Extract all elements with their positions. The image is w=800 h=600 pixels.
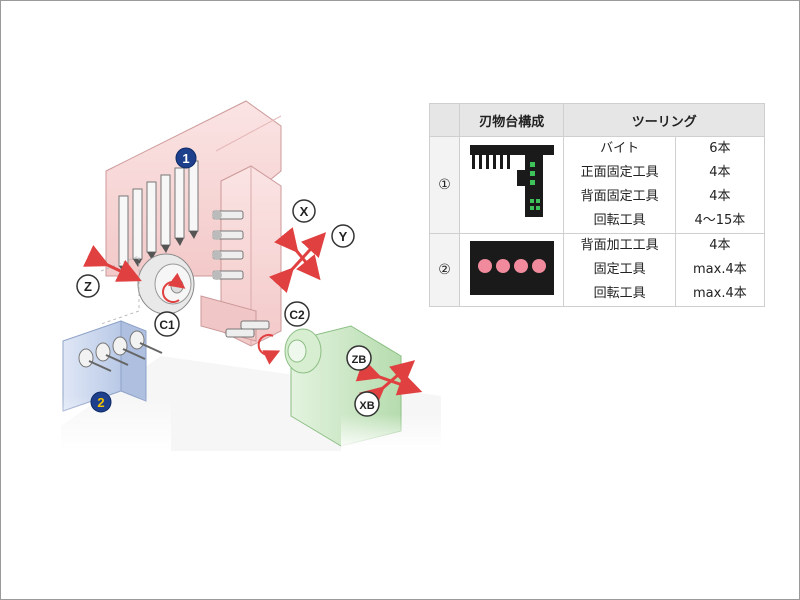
tool-name: 背面加工工具 xyxy=(580,238,659,253)
callout-c1: C1 xyxy=(154,311,180,337)
callout-zb: ZB xyxy=(346,345,372,371)
sub-spindle-c2 xyxy=(257,325,441,451)
callout-y: Y xyxy=(331,224,355,248)
tool-names-1: バイト 正面固定工具 背面固定工具 回転工具 xyxy=(563,136,676,234)
tool-qty-1: 6本 4本 4本 4～15本 xyxy=(674,136,766,234)
gang-tool-block-1 xyxy=(105,100,282,277)
tool-name: 回転工具 xyxy=(593,286,646,301)
tool-name: 回転工具 xyxy=(593,213,646,228)
config-thumbnail-1 xyxy=(459,136,565,234)
svg-text:Y: Y xyxy=(339,229,348,244)
tool-qty: 4本 xyxy=(709,238,731,253)
svg-text:XB: XB xyxy=(359,400,374,412)
tool-name: 固定工具 xyxy=(593,262,646,277)
svg-text:Z: Z xyxy=(84,279,92,294)
header-empty xyxy=(428,103,461,137)
tool-name: 正面固定工具 xyxy=(580,165,659,180)
svg-text:C1: C1 xyxy=(159,318,175,332)
svg-text:1: 1 xyxy=(182,151,189,166)
table-row: ② 背面加工工具 固定工具 xyxy=(428,233,766,307)
table-row: ① xyxy=(428,136,766,234)
tool-qty: max.4本 xyxy=(693,286,747,301)
turret-2-thumb xyxy=(469,241,554,295)
tool-qty-2: 4本 max.4本 max.4本 xyxy=(674,233,766,307)
turret-config-table: 刃物台構成 ツーリング ① xyxy=(428,103,766,307)
svg-text:2: 2 xyxy=(97,395,104,410)
svg-text:X: X xyxy=(300,204,309,219)
tool-qty: 4本 xyxy=(709,189,731,204)
callout-xb: XB xyxy=(354,391,380,417)
config-thumbnail-2 xyxy=(459,233,565,307)
tool-qty: 4～15本 xyxy=(694,213,746,228)
tool-names-2: 背面加工工具 固定工具 回転工具 xyxy=(563,233,676,307)
turret-1-thumb xyxy=(466,140,557,226)
header-tooling: ツーリング xyxy=(563,103,765,137)
tool-qty: 6本 xyxy=(709,141,731,156)
tool-qty: 4本 xyxy=(709,165,731,180)
back-tool-block-2 xyxy=(41,320,171,451)
callout-z: Z xyxy=(76,274,100,298)
axis-arrows xyxy=(83,227,423,411)
badge-turret-2: 2 xyxy=(90,391,112,413)
callout-x: X xyxy=(292,199,316,223)
machine-illustration: X Y Z C1 C2 ZB xyxy=(41,96,441,451)
row-number: ② xyxy=(428,233,461,307)
svg-text:C2: C2 xyxy=(289,308,305,322)
tool-qty: max.4本 xyxy=(693,262,747,277)
table-header-row: 刃物台構成 ツーリング xyxy=(428,103,765,137)
badge-turret-1: 1 xyxy=(175,147,197,169)
header-config: 刃物台構成 xyxy=(459,103,565,137)
svg-text:ZB: ZB xyxy=(352,354,367,366)
machine-diagram: X Y Z C1 C2 ZB xyxy=(41,100,441,451)
row-number: ① xyxy=(428,136,461,234)
tool-name: バイト xyxy=(600,141,640,156)
front-tool-post xyxy=(200,165,282,347)
tool-name: 背面固定工具 xyxy=(580,189,659,204)
callout-c2: C2 xyxy=(284,301,310,327)
